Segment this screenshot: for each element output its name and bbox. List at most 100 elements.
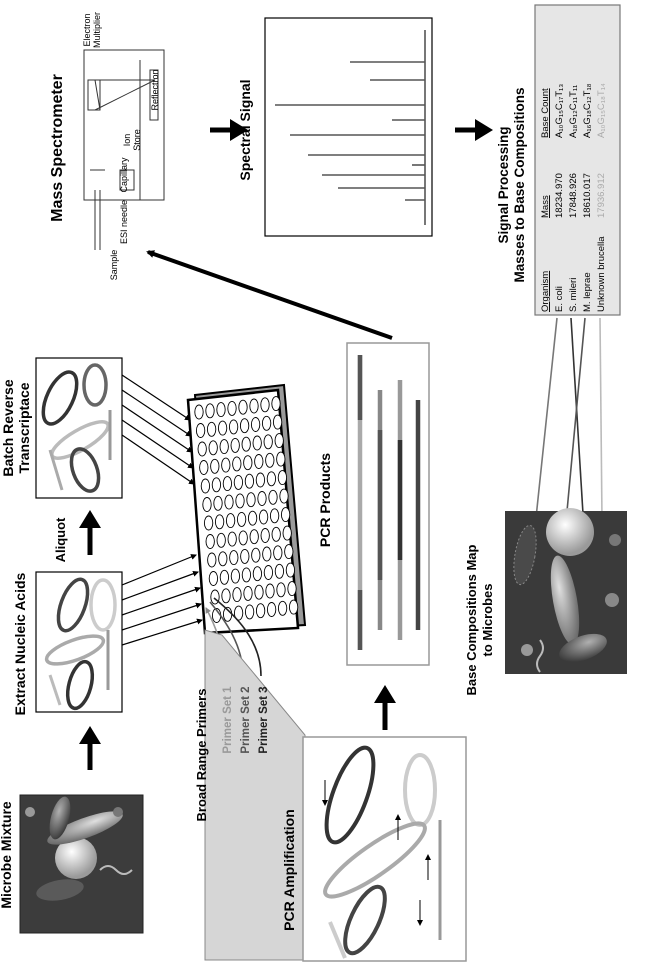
plate-well xyxy=(272,414,283,430)
broad-range-primers-label: Broad Range Primers xyxy=(194,689,209,822)
plate-well xyxy=(208,571,219,586)
plate-well xyxy=(222,476,233,492)
arrow-spectral-to-processing xyxy=(455,119,493,141)
capillary-label: Capillary xyxy=(119,157,129,193)
plate-well xyxy=(211,477,222,493)
microbes-map-image xyxy=(505,508,627,674)
plate-well xyxy=(243,455,253,471)
plate-well xyxy=(197,441,207,457)
microbe-mixture-label: Microbe Mixture xyxy=(0,801,14,909)
plate-well xyxy=(244,473,255,489)
plate-well xyxy=(235,493,245,509)
plate-well xyxy=(271,396,281,412)
plate-well xyxy=(241,436,251,452)
plate-well xyxy=(240,548,250,564)
plate-well xyxy=(266,471,277,487)
pcr-amplification-strands xyxy=(322,745,442,959)
plate-well xyxy=(262,546,272,562)
plate-well xyxy=(254,584,264,600)
plate-wells xyxy=(194,396,299,623)
plate-well xyxy=(218,551,228,567)
plate-well xyxy=(221,588,231,604)
batch-rt-label-line2: Transcriptace xyxy=(16,382,32,473)
plate-well xyxy=(255,603,266,619)
extract-dna-strands xyxy=(44,577,117,711)
microwell-plate xyxy=(186,383,307,635)
plate-well xyxy=(219,569,230,585)
plate-well xyxy=(251,547,261,563)
plate-well xyxy=(260,528,270,543)
plate-well xyxy=(216,402,226,418)
plate-well xyxy=(288,599,299,615)
plate-well xyxy=(257,491,267,506)
plate-well xyxy=(276,451,286,467)
aliquot-label: Aliquot xyxy=(53,517,68,562)
plate-well xyxy=(285,562,296,578)
plate-well xyxy=(225,513,236,529)
plate-well xyxy=(219,439,229,455)
plate-well xyxy=(263,434,273,450)
primer-set-2-label: Primer Set 2 xyxy=(240,686,252,753)
plate-well xyxy=(224,494,234,510)
row-1-base-count: A₁₈G₁₂C₁₁T₁₁ xyxy=(568,85,579,138)
mass-spectrometer-label: Mass Spectrometer xyxy=(49,74,66,222)
pcr-product-bands xyxy=(357,355,421,650)
plate-well xyxy=(265,583,275,599)
reflectron-label: Reflectron xyxy=(150,69,160,110)
plate-well xyxy=(202,497,212,512)
plate-well xyxy=(252,435,262,451)
plate-well xyxy=(271,526,281,542)
esi-needle-label: ESI needle xyxy=(119,200,129,244)
signal-processing-label-line2: Masses to Base Compositions xyxy=(512,87,527,282)
plate-well xyxy=(244,604,255,620)
row-0-mass: 18234.970 xyxy=(554,173,565,218)
table-header-base-count: Base Count xyxy=(540,88,551,138)
plate-well xyxy=(227,400,237,416)
plate-well xyxy=(229,550,239,566)
table-header-mass: Mass xyxy=(540,195,551,218)
plate-well xyxy=(213,495,223,511)
plate-well xyxy=(216,532,226,548)
base-comp-map-label-line2: to Microbes xyxy=(480,584,495,657)
plate-well xyxy=(274,433,284,449)
plate-well xyxy=(236,511,247,527)
plate-well xyxy=(205,403,215,419)
plate-well xyxy=(227,531,237,547)
ion-store-label-line1: Ion xyxy=(122,134,132,147)
plate-well xyxy=(239,418,250,434)
plate-well xyxy=(269,508,280,524)
plate-well xyxy=(246,492,256,508)
pcr-amplification-label: PCR Amplification xyxy=(281,809,297,931)
arrow-amplification-to-products xyxy=(374,685,396,730)
plate-well xyxy=(254,454,264,469)
plate-well xyxy=(255,472,266,488)
row-2-base-count: A₁₆G₁₈C₁₂T₁₈ xyxy=(582,83,593,138)
plate-well xyxy=(279,488,289,504)
plate-well xyxy=(261,415,272,431)
plate-well xyxy=(280,507,291,523)
signal-processing-label-line1: Signal Processing xyxy=(496,126,511,243)
plate-well xyxy=(274,563,285,579)
plate-well xyxy=(249,529,259,545)
plate-well xyxy=(243,585,253,601)
plate-well xyxy=(194,404,204,420)
plate-well xyxy=(208,440,218,456)
plate-well xyxy=(228,419,239,435)
plate-well xyxy=(238,530,248,546)
plate-well xyxy=(205,534,215,549)
plate-well xyxy=(221,457,231,473)
row-1-mass: 17848.926 xyxy=(568,173,579,218)
plate-well xyxy=(287,581,297,597)
row-3-organism: Unknown brucella xyxy=(596,236,607,312)
plate-well xyxy=(232,456,242,472)
pcr-amplification-box xyxy=(302,736,467,962)
plate-well xyxy=(210,458,220,474)
plate-well xyxy=(250,417,261,432)
extract-nucleic-acids-label: Extract Nucleic Acids xyxy=(12,572,28,715)
row-2-mass: 18610.017 xyxy=(582,173,593,218)
plate-well xyxy=(203,515,214,531)
base-composition-table: Organism Mass Base Count E. coli 18234.9… xyxy=(534,4,621,316)
row-3-mass: 17936.912 xyxy=(596,173,607,218)
plate-well xyxy=(284,544,294,560)
